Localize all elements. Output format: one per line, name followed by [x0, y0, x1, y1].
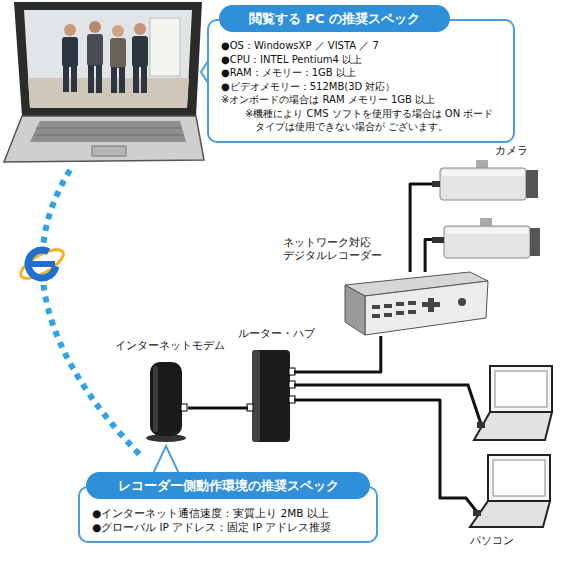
network-cable: [294, 336, 381, 372]
digital-recorder: ネットワーク対応 デジタルレコーダー: [345, 272, 488, 336]
router-hub: ルーター・ハブ: [248, 345, 294, 445]
camera-label: カメラ: [495, 144, 528, 157]
recorder-spec-callout: レコーダー側動作環境の推奨スペック ●インターネット通信速度：実質上り 2MB 以…: [78, 472, 378, 543]
network-cable: [188, 407, 248, 410]
callout-heading: レコーダー側動作環境の推奨スペック: [86, 472, 370, 499]
internet-modem: インターネットモデム: [145, 357, 188, 440]
spec-item: ●インターネット通信速度：実質上り 2MB 以上: [92, 506, 366, 520]
pc-label: パソコン: [470, 534, 514, 547]
client-pcs: パソコン: [458, 362, 558, 528]
internet-arc: [42, 170, 140, 455]
spec-item: ●グローバル IP アドレス：固定 IP アドレス推奨: [92, 520, 366, 534]
viewing-laptop: [4, 2, 204, 162]
client-laptop-2: [458, 455, 550, 527]
camera-group: カメラ: [432, 160, 540, 262]
network-cable: [425, 240, 432, 272]
router-device: [247, 350, 295, 442]
spec-item: ●OS：WindowsXP ／ VISTA ／ 7: [221, 39, 503, 53]
router-label: ルーター・ハブ: [238, 327, 315, 340]
network-cable: [410, 184, 432, 272]
recorder-device: [345, 272, 488, 335]
spec-item: ※機種により CMS ソフトを使用する場合は ON ボードタイプは使用できない場…: [221, 107, 503, 134]
network-cable: [294, 384, 458, 387]
spec-item: ●CPU：INTEL Pentium4 以上: [221, 53, 503, 67]
spec-item: ●RAM：メモリー：1GB 以上: [221, 66, 503, 80]
modem-label: インターネットモデム: [115, 339, 225, 352]
spec-item: ※オンボードの場合は RAM メモリー 1GB 以上: [221, 93, 503, 107]
recorder-label: ネットワーク対応 デジタルレコーダー: [283, 236, 397, 262]
spec-item: ●ビデオメモリー：512MB(3D 対応）: [221, 80, 503, 94]
camera-1: [432, 160, 538, 200]
callout-body: ●OS：WindowsXP ／ VISTA ／ 7●CPU：INTEL Pent…: [207, 19, 515, 143]
modem-device: [146, 362, 187, 442]
browser-logo: [17, 243, 68, 285]
callout-heading: 閲覧する PC の推奨スペック: [219, 5, 450, 32]
pc-spec-callout: 閲覧する PC の推奨スペック●OS：WindowsXP ／ VISTA ／ 7…: [207, 5, 515, 143]
client-laptop-1: [458, 366, 552, 440]
camera-2: [432, 218, 540, 258]
